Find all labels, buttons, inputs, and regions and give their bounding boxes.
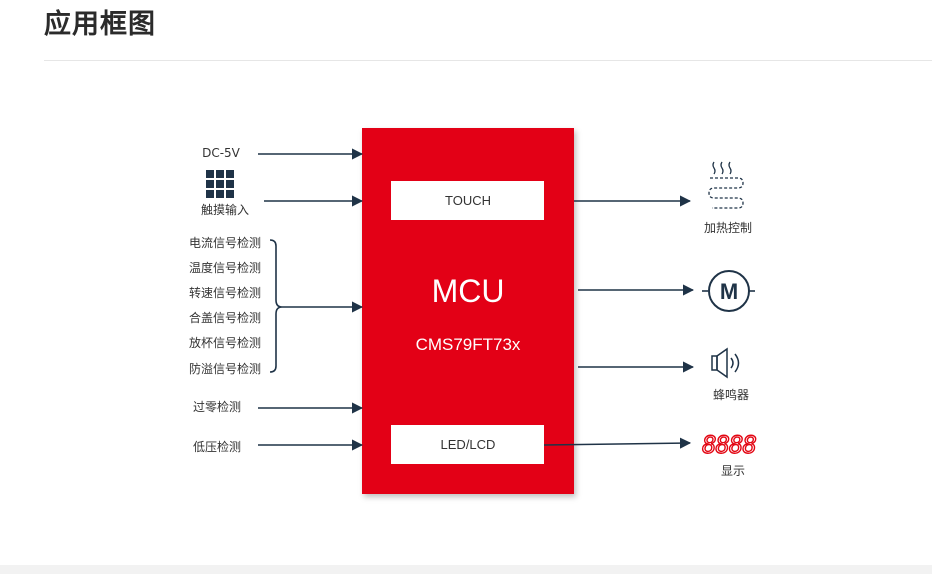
motor-icon: M: [702, 270, 755, 312]
seven-segment-icon: 8888: [702, 431, 756, 459]
output-display-arrow: [543, 437, 692, 449]
signals-brace: [269, 239, 283, 373]
speaker-icon: [711, 347, 740, 379]
input-dc-label: DC-5V: [202, 146, 241, 160]
page-title: 应用框图: [44, 9, 156, 40]
led-lcd-box: [391, 425, 544, 464]
signal-temperature-label: 温度信号检测: [189, 260, 261, 275]
signal-current-label: 电流信号检测: [189, 235, 261, 250]
touch-box: [391, 181, 544, 220]
title-divider: [44, 60, 932, 61]
signal-cup-label: 放杯信号检测: [189, 335, 261, 350]
touch-label: TOUCH: [445, 193, 491, 208]
output-heating-label: 加热控制: [704, 221, 752, 235]
output-buzzer-label: 蜂鸣器: [713, 387, 749, 402]
signal-overflow-label: 防溢信号检测: [189, 361, 261, 376]
output-display-label: 显示: [721, 464, 745, 478]
input-touch-label: 触摸输入: [201, 202, 249, 217]
signal-speed-label: 转速信号检测: [189, 285, 261, 300]
input-low-voltage-label: 低压检测: [193, 439, 241, 454]
heating-icon: [708, 161, 744, 209]
keypad-icon: [206, 170, 234, 198]
mcu-model: CMS79FT73x: [416, 335, 521, 354]
page-footer-strip: [0, 565, 932, 574]
mcu-title: MCU: [432, 273, 505, 309]
led-lcd-label: LED/LCD: [441, 437, 496, 452]
input-zero-cross-label: 过零检测: [193, 399, 241, 414]
signal-lid-label: 合盖信号检测: [189, 310, 261, 325]
motor-symbol: M: [720, 279, 738, 304]
